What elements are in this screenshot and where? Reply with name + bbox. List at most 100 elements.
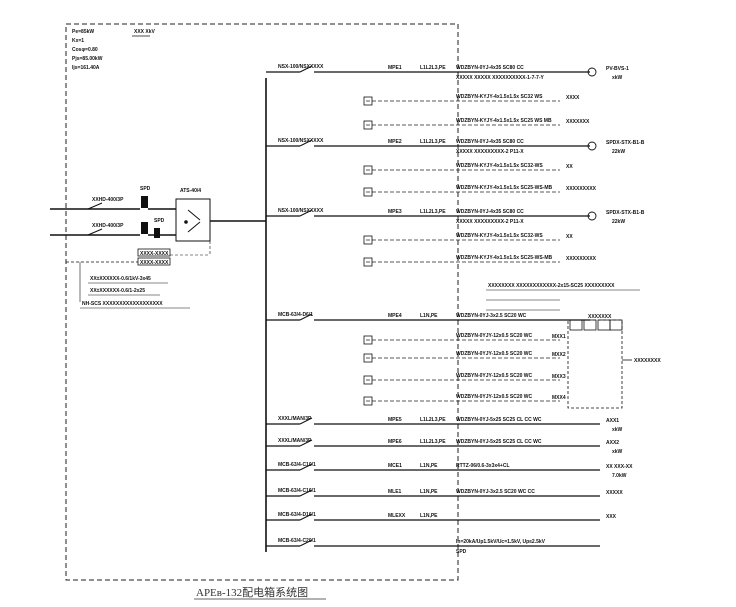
sub-circuit-symbol (363, 235, 373, 245)
circuit-code: MLEXX (388, 513, 406, 519)
sub-circuit-symbol (363, 96, 373, 106)
circuit-load: AXX2 (606, 440, 619, 446)
circuit-row: XXXL/MAN/3P MPE6 L1L2L3,PE WDZBYN-0YJ-5x25 … (266, 438, 623, 455)
diagram-caption: APEв-132配电箱系统图 (196, 585, 308, 599)
sub-circuit-box (567, 319, 623, 409)
circuit-phase: L1N,PE (420, 513, 438, 519)
circuit-cable: WDZBYN-0YJ-3x2.5 SC20 WC (456, 313, 527, 319)
circuit-note: XXXXX XXXXX XXXXXXXXXX-1-7-7-Y (456, 75, 544, 81)
circuit-load: XXX (606, 514, 617, 520)
load-symbol (587, 67, 597, 77)
circuit-cable: WDZBYN-0YJ-4x35 SC80 CC (456, 65, 524, 71)
circuit-load: MXX1 (552, 334, 566, 340)
circuit-code: MPE3 (388, 209, 402, 215)
circuit-load: XXXXXXXXX (566, 256, 597, 262)
circuit-cable: WDZBYN-0YJY-12x0.5 SC20 WC (456, 333, 533, 339)
parameter-2: Cosφ=0.80 (72, 47, 98, 53)
circuit-row: WDZBYN-KYJY-4x1.5x1.5x SC25-WS-MB XXXXXXX… (363, 185, 597, 197)
spd-label-2: SPD (154, 218, 165, 224)
incoming-cable-3: NH-SCS XXXXXXXXXXXXXXXXXX (82, 301, 163, 307)
circuit-load: XXXXXXX (566, 119, 590, 125)
circuit-row: WDZBYN-KYJY-4x1.5x1.5x SC32-WS XX (363, 233, 573, 245)
circuit-cable: WDZBYN-0YJ-5x25 SC25 CL CC WC (456, 439, 542, 445)
circuit-phase: L1N,PE (420, 463, 438, 469)
circuit-kw: 22kW (612, 149, 625, 155)
right-group-label: XXXXXXXX (634, 358, 661, 364)
sub-circuit-symbol (363, 353, 373, 363)
circuit-breaker: NSX-100/NSXXXXX (278, 138, 324, 144)
circuit-cable: WDZBYN-0YJ-4x35 SC80 CC (456, 139, 524, 145)
circuit-row: WDZBYN-0YJY-12x0.5 SC20 WC MXX2 (363, 351, 566, 363)
circuit-load: XXXX (566, 95, 580, 101)
spd-symbol (141, 196, 148, 208)
circuit-row: WDZBYN-KYJY-4x1.5x1.5x SC32 WS XXXX (363, 94, 580, 106)
parameter-4: Ijs=161.40A (72, 65, 100, 71)
circuit-cable: WDZBYN-KYJY-4x1.5x1.5x SC32 WS (456, 94, 543, 100)
circuit-phase: L1L2L3,PE (420, 209, 446, 215)
circuit-load: XXXXX (606, 490, 623, 496)
circuit-cable: WDZBYN-KYJY-4x1.5x1.5x SC25-WS-MB (456, 185, 553, 191)
circuit-load: MXX2 (552, 352, 566, 358)
sub-circuit-symbol (363, 396, 373, 406)
circuit-load: XX (566, 164, 573, 170)
circuit-load: SPDX-STX-B1-B (606, 140, 645, 146)
ats-box-label-2: XXXX-XXXX (140, 260, 169, 266)
ats-box-label-1: XXXX-XXXX (140, 251, 169, 257)
circuit-kw: xkW (612, 75, 623, 81)
incoming-cable-1: XX±XXXXXX-0.6/1kV-3x45 (90, 276, 151, 282)
circuit-cable: WDZBYN-KYJY-4x1.5x1.5x SC32-WS (456, 233, 543, 239)
circuit-load: XX XXX-XX (606, 464, 633, 470)
circuit-phase: L1L2L3,PE (420, 139, 446, 145)
circuit-load: AXX1 (606, 418, 619, 424)
load-symbol (587, 141, 597, 151)
sub-circuit-symbol (363, 257, 373, 267)
circuit-note: XXXXX XXXXXXXXX-2 P11-X (456, 149, 524, 155)
circuit-kw: 22kW (612, 219, 625, 225)
circuit-load: XXXXXXXXX (566, 186, 597, 192)
circuit-breaker: XXXL/MAN/3P (278, 438, 312, 444)
sub-circuit-symbol (363, 375, 373, 385)
circuit-breaker: MCB-63/4-C10/1 (278, 462, 316, 468)
parameter-1: Kx=1 (72, 38, 84, 44)
circuit-breaker: MCB-63/4-D6/1 (278, 312, 313, 318)
circuit-phase: L1N,PE (420, 489, 438, 495)
circuit-cable: WDZBYN-0YJY-12x0.5 SC20 WC (456, 373, 533, 379)
incoming-panel-tag: XXX XkV (134, 29, 156, 35)
circuit-note: SPD (456, 549, 467, 555)
spd-label: SPD (140, 186, 151, 192)
parameter-0: Pe=85kW (72, 29, 94, 35)
sub-circuit-symbol (363, 335, 373, 345)
circuit-cable: WDZBYN-KYJY-4x1.5x1.5x SC25-WS-MB (456, 255, 553, 261)
ats-box (175, 198, 211, 242)
circuit-load: XX (566, 234, 573, 240)
spd-symbol-2 (141, 222, 148, 234)
circuit-code: MPE6 (388, 439, 402, 445)
circuit-breaker: MCB-63/4-C16/1 (278, 488, 316, 494)
sub-circuit-symbol (363, 165, 373, 175)
circuit-note: XXXXX XXXXXXXXX-2 P11-X (456, 219, 524, 225)
circuit-cable: WDZBYN-0YJY-12x0.5 SC20 WC (456, 351, 533, 357)
parameter-3: Pjs=85.00kW (72, 56, 103, 62)
circuit-row: WDZBYN-KYJY-4x1.5x1.5x SC25-WS-MB XXXXXXX… (363, 255, 597, 267)
incoming-breaker-2: XXHD-400/3P (92, 223, 124, 229)
circuit-cable: WDZBYN-0YJ-5x25 SC25 CL CC WC (456, 417, 542, 423)
circuit-code: MPE4 (388, 313, 402, 319)
incoming-section: XXHD-400/3P XXHD-400/3P SPD SPD ATS-40/4… (50, 186, 266, 309)
panel-enclosure (65, 23, 459, 581)
circuit-phase: L1L2L3,PE (420, 439, 446, 445)
circuit-code: MCE1 (388, 463, 402, 469)
circuit-phase: L1L2L3,PE (420, 417, 446, 423)
